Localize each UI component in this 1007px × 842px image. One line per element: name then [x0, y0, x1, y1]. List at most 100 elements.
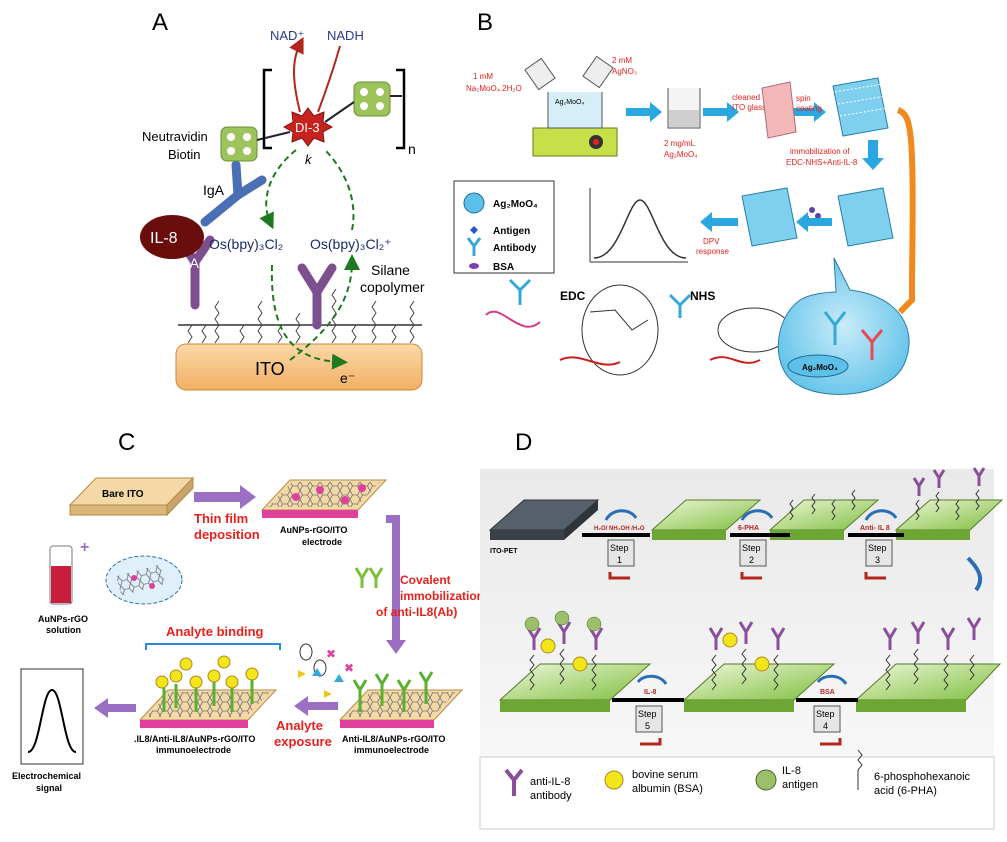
- bracket-right: [396, 68, 406, 150]
- k-label: k: [305, 152, 313, 167]
- cycle-arrow-down: [270, 264, 348, 370]
- panel-b: B 1 mM Na₂MoO₄.2H₂O 2 mM AgNO₃ Ag₂MoO₄ 2…: [453, 9, 916, 395]
- signal-box: [20, 668, 84, 765]
- covalent-2: immobilization: [400, 589, 484, 603]
- cycle-arrow-right: [324, 149, 355, 231]
- immob-1: immobilization of: [790, 147, 850, 156]
- dpv-plot: [589, 188, 688, 263]
- panel-d-label: D: [515, 429, 532, 456]
- svg-text:Step: Step: [742, 543, 761, 553]
- covalent-3: of anti-IL8(Ab): [376, 605, 457, 619]
- arrow-c3: [294, 696, 338, 716]
- legend-bsa-2: albumin (BSA): [632, 783, 703, 795]
- ito-glass: [761, 81, 797, 139]
- panel-c-label: C: [118, 429, 135, 456]
- arrow-b-down: [862, 140, 884, 170]
- arrow-c1: [194, 485, 256, 509]
- bottle-left: [524, 57, 556, 91]
- nadh-label: NADH: [327, 28, 364, 43]
- biotin-label: Biotin: [168, 147, 201, 162]
- neutravidin-label: Neutravidin: [142, 129, 208, 144]
- cycle-arrow-left: [259, 149, 297, 230]
- na-formula: Na₂MoO₄.2H₂O: [466, 84, 522, 93]
- coated-slide-top: [832, 77, 889, 137]
- arrow-b1: [626, 102, 662, 122]
- conc-1: 2 mg/mL: [664, 139, 696, 148]
- svg-text:✖: ✖: [344, 661, 354, 675]
- legend-ag: Ag₂MoO₄: [493, 199, 538, 210]
- aunps-elec-2: electrode: [302, 537, 342, 547]
- spin-1: spin: [796, 94, 811, 103]
- cleaned-1: cleaned: [732, 93, 760, 102]
- step-3-num: 3: [875, 555, 880, 565]
- edc-label: EDC: [560, 289, 586, 303]
- arrow-b3: [790, 102, 826, 122]
- step-5-num: 5: [645, 721, 650, 731]
- panel-d: D ITO-PET Step 1 H₂O/ NH₄OH /H: [479, 429, 1004, 830]
- silane-chains: [187, 288, 415, 344]
- nad-arrow: [289, 36, 304, 113]
- antibody-right: [297, 263, 337, 330]
- legend-antibody: Antibody: [493, 243, 537, 254]
- edc-nhs-chemistry: EDC NHS: [485, 278, 791, 376]
- os-left-label: Os(bpy)₃Cl₂: [209, 236, 283, 252]
- immuno-left-1: .IL8/Anti-IL8/AuNPs-rGO/ITO: [134, 734, 255, 744]
- antibody-icons-c: [354, 567, 384, 588]
- legend-antibody-2: antibody: [530, 790, 572, 802]
- bracket-left: [262, 68, 272, 150]
- di3-star: [282, 107, 334, 147]
- arrow-b4: [796, 212, 832, 232]
- exposure-1: Analyte: [276, 718, 323, 733]
- legend-pha-icon: [857, 749, 863, 790]
- reagent-5: IL-8: [644, 689, 657, 696]
- panel-c: C Bare ITO Thin film deposition AuNPs-rG…: [12, 429, 484, 793]
- legend-pha-1: 6-phosphohexanoic: [874, 771, 971, 783]
- thin-film-2: deposition: [194, 527, 260, 542]
- panel-a-label: A: [152, 9, 168, 36]
- orange-arrow: [896, 107, 916, 315]
- nadh-arrow: [317, 45, 341, 113]
- aunps-elec-1: AuNPs-rGO/ITO: [280, 525, 347, 535]
- ag-conc: 2 mM: [612, 56, 632, 65]
- immob-2: EDC-NHS+Anti-IL-8: [786, 158, 858, 167]
- svg-text:Step: Step: [816, 709, 835, 719]
- legend-ag-icon: [463, 192, 485, 214]
- solution-2: solution: [46, 625, 81, 635]
- svg-text:Step: Step: [610, 543, 629, 553]
- neutravidin-box-right: [353, 81, 391, 117]
- il8-blob: [140, 215, 204, 259]
- immuno-left-2: immunoelectrode: [156, 745, 231, 755]
- panel-b-label: B: [477, 9, 493, 36]
- arrow-c4: [94, 698, 136, 718]
- analyte-binding: Analyte binding: [166, 624, 264, 639]
- panel-a: A ITO e⁻ IgA IL-8 IgA Neutravidin Biotin: [140, 9, 425, 391]
- bare-ito-label: Bare ITO: [102, 489, 144, 500]
- ito-substrate: [175, 343, 423, 391]
- bottle-right: [582, 55, 614, 89]
- silane-label-1: Silane: [371, 262, 410, 278]
- step-4-num: 4: [823, 721, 828, 731]
- legend-bsa: BSA: [493, 262, 514, 273]
- d-legend: anti-IL-8 antibody bovine serum albumin …: [504, 749, 971, 802]
- nhs-label: NHS: [690, 289, 715, 303]
- svg-text:+: +: [80, 539, 89, 556]
- arrow-b5: [700, 212, 738, 232]
- coated-slide-mid: [837, 187, 894, 247]
- di3-label: DI-3: [295, 120, 320, 135]
- neutravidin-box-left: [220, 126, 258, 162]
- na-conc: 1 mM: [473, 72, 493, 81]
- ito-label: ITO: [255, 359, 285, 379]
- legend-pha-2: acid (6-PHA): [874, 785, 937, 797]
- step-1-num: 1: [617, 555, 622, 565]
- signal-1: Electrochemical: [12, 771, 81, 781]
- exposure-2: exposure: [274, 734, 332, 749]
- legend-bsa-1: bovine serum: [632, 769, 698, 781]
- wrap-arrow: [966, 556, 983, 592]
- ag-formula: AgNO₃: [612, 67, 637, 76]
- legend-il8-2: antigen: [782, 779, 818, 791]
- iga-top-label: IgA: [203, 182, 225, 198]
- immuno-right-1: Anti-IL8/AuNPs-rGO/ITO: [342, 734, 445, 744]
- step-1: Step 1 H₂O/ NH₄OH /H₂O: [582, 509, 650, 580]
- legend-il8-icon: [755, 769, 777, 791]
